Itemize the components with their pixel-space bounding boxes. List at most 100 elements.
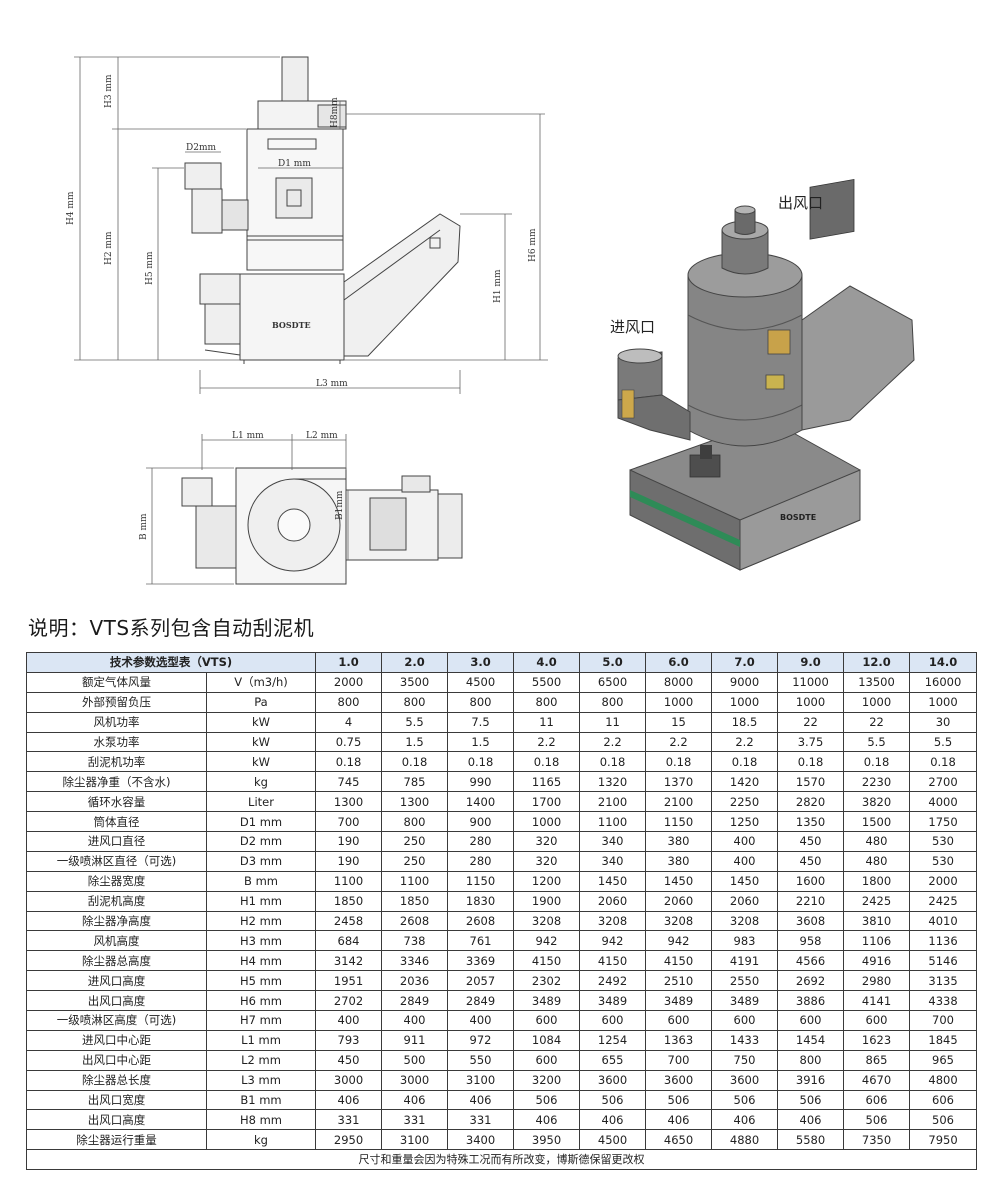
param-value: 3142 (315, 950, 383, 972)
param-unit: Liter (205, 791, 317, 813)
param-value: 450 (777, 831, 845, 852)
param-value: 800 (315, 691, 383, 713)
param-unit: kg (205, 1129, 317, 1151)
param-value: 400 (711, 831, 779, 852)
param-value: 4880 (711, 1129, 779, 1151)
param-value: 5146 (909, 950, 978, 972)
param-name: 刮泥机高度 (26, 890, 207, 912)
param-value: 2608 (381, 910, 449, 932)
param-value: 1450 (645, 870, 713, 892)
param-value: 30 (909, 711, 978, 733)
dim-d1-label: D1 mm (278, 159, 311, 169)
param-value: 4500 (579, 1129, 647, 1151)
param-name: 出风口宽度 (26, 1089, 207, 1111)
param-value: 1600 (777, 870, 845, 892)
param-value: 1300 (315, 791, 383, 813)
param-value: 2.2 (711, 731, 779, 753)
param-value: 745 (315, 771, 383, 793)
param-value: 4566 (777, 950, 845, 972)
param-value: 1850 (315, 890, 383, 912)
spec-table-header: 技术参数选型表（VTS) 1.0 2.0 3.0 4.0 5.0 6.0 7.0… (25, 652, 978, 673)
param-value: 11000 (777, 671, 845, 693)
param-value: 340 (579, 831, 647, 852)
iso-brand-label: BOSDTE (780, 513, 816, 522)
param-value: 1500 (843, 811, 911, 833)
param-value: 2425 (843, 890, 911, 912)
param-value: 958 (777, 930, 845, 952)
dim-h3-label: H3 mm (104, 74, 114, 108)
top-view (146, 434, 463, 585)
param-name: 一级喷淋区直径（可选) (26, 850, 207, 872)
isometric-view (617, 178, 915, 571)
param-value: 1150 (645, 811, 713, 833)
param-value: 990 (447, 771, 515, 793)
param-value: 800 (777, 1049, 845, 1071)
param-unit: D3 mm (205, 850, 317, 872)
param-value: 550 (447, 1049, 515, 1071)
param-value: 406 (579, 1109, 647, 1131)
param-value: 5.5 (843, 731, 911, 753)
param-value: 4191 (711, 950, 779, 972)
param-value: 1370 (645, 771, 713, 793)
param-value: 738 (381, 930, 449, 952)
param-unit: kW (205, 751, 317, 773)
model-header: 2.0 (381, 652, 449, 673)
param-unit: D1 mm (205, 811, 317, 833)
param-value: 1320 (579, 771, 647, 793)
param-value: 7950 (909, 1129, 978, 1151)
param-value: 3916 (777, 1069, 845, 1091)
param-unit: kW (205, 731, 317, 753)
param-value: 0.18 (777, 751, 845, 773)
param-unit: H8 mm (205, 1109, 317, 1131)
top-view-labels: L1 mm L2 mm B mm B1mm (139, 431, 345, 540)
param-name: 除尘器运行重量 (26, 1129, 207, 1151)
param-value: 400 (711, 850, 779, 872)
param-value: 5.5 (381, 711, 449, 733)
param-value: 3208 (579, 910, 647, 932)
param-value: 700 (645, 1049, 713, 1071)
param-value: 2000 (315, 671, 383, 693)
technical-drawings: H4 mm H3 mm H2 mm H5 mm H8mm H6 mm H1 mm… (66, 56, 915, 585)
param-value: 800 (579, 691, 647, 713)
param-value: 3000 (381, 1069, 449, 1091)
param-value: 1800 (843, 870, 911, 892)
param-value: 380 (645, 850, 713, 872)
param-value: 600 (513, 1010, 581, 1031)
param-value: 2425 (909, 890, 978, 912)
param-value: 1400 (447, 791, 515, 813)
param-name: 进风口直径 (26, 831, 207, 852)
param-value: 1845 (909, 1029, 978, 1051)
param-value: 1350 (777, 811, 845, 833)
param-value: 3.75 (777, 731, 845, 753)
param-value: 3950 (513, 1129, 581, 1151)
param-value: 2702 (315, 990, 383, 1012)
param-value: 4338 (909, 990, 978, 1012)
dim-l2-label: L2 mm (306, 431, 338, 441)
param-value: 3489 (711, 990, 779, 1012)
dim-h5-label: H5 mm (145, 251, 155, 285)
param-value: 0.18 (909, 751, 978, 773)
param-value: 942 (513, 930, 581, 952)
param-value: 1100 (381, 870, 449, 892)
param-value: 4010 (909, 910, 978, 932)
param-name: 除尘器宽度 (26, 870, 207, 892)
param-value: 0.18 (513, 751, 581, 773)
param-value: 2060 (645, 890, 713, 912)
param-value: 406 (381, 1089, 449, 1111)
param-unit: V（m3/h) (205, 671, 317, 693)
dim-h1-label: H1 mm (493, 269, 503, 303)
param-value: 1700 (513, 791, 581, 813)
param-value: 793 (315, 1029, 383, 1051)
model-header: 1.0 (315, 652, 383, 673)
param-value: 2510 (645, 970, 713, 992)
param-value: 400 (447, 1010, 515, 1031)
param-value: 2057 (447, 970, 515, 992)
param-value: 3208 (711, 910, 779, 932)
param-value: 3346 (381, 950, 449, 972)
param-name: 水泵功率 (26, 731, 207, 753)
param-value: 900 (447, 811, 515, 833)
